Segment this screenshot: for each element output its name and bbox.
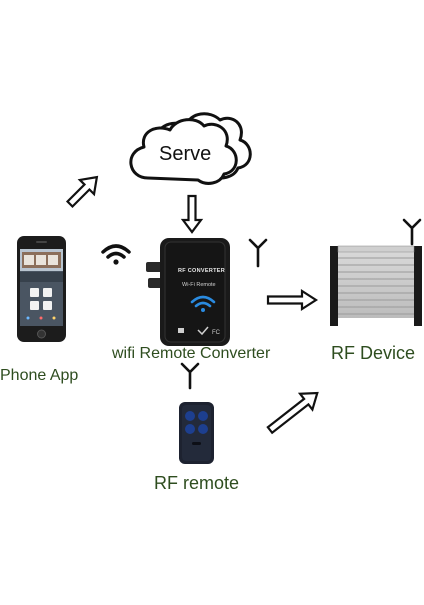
wifi-icon: [101, 244, 131, 265]
rf-device-label: RF Device: [331, 343, 416, 363]
roller-shutter-icon: [330, 245, 422, 326]
wifi-converter-icon: FC: [146, 238, 230, 346]
arrow-phone-to-server: [65, 175, 99, 209]
smartphone-icon: [17, 236, 66, 342]
key-fob-remote-icon: [179, 402, 214, 464]
antenna-icon: [248, 238, 268, 268]
antenna-icon: [180, 362, 200, 390]
converter-device-title: RF CONVERTER: [178, 268, 225, 274]
converter-device-subtitle: Wi-Fi Remote: [182, 282, 216, 288]
rf-remote-label: RF remote: [154, 473, 240, 493]
server-label: Serve: [159, 143, 212, 165]
phone-app-label: Phone App: [0, 367, 79, 384]
converter-wifi-icon: [190, 295, 216, 312]
svg-text:FC: FC: [212, 330, 221, 336]
cloud-icon: [129, 112, 252, 185]
arrow-server-to-converter: [180, 194, 204, 234]
arrow-converter-to-rf-device: [266, 288, 319, 312]
antenna-icon: [402, 218, 422, 246]
converter-label: wifi Remote Converter: [112, 345, 271, 362]
arrow-remote-to-rf-device: [266, 391, 319, 435]
